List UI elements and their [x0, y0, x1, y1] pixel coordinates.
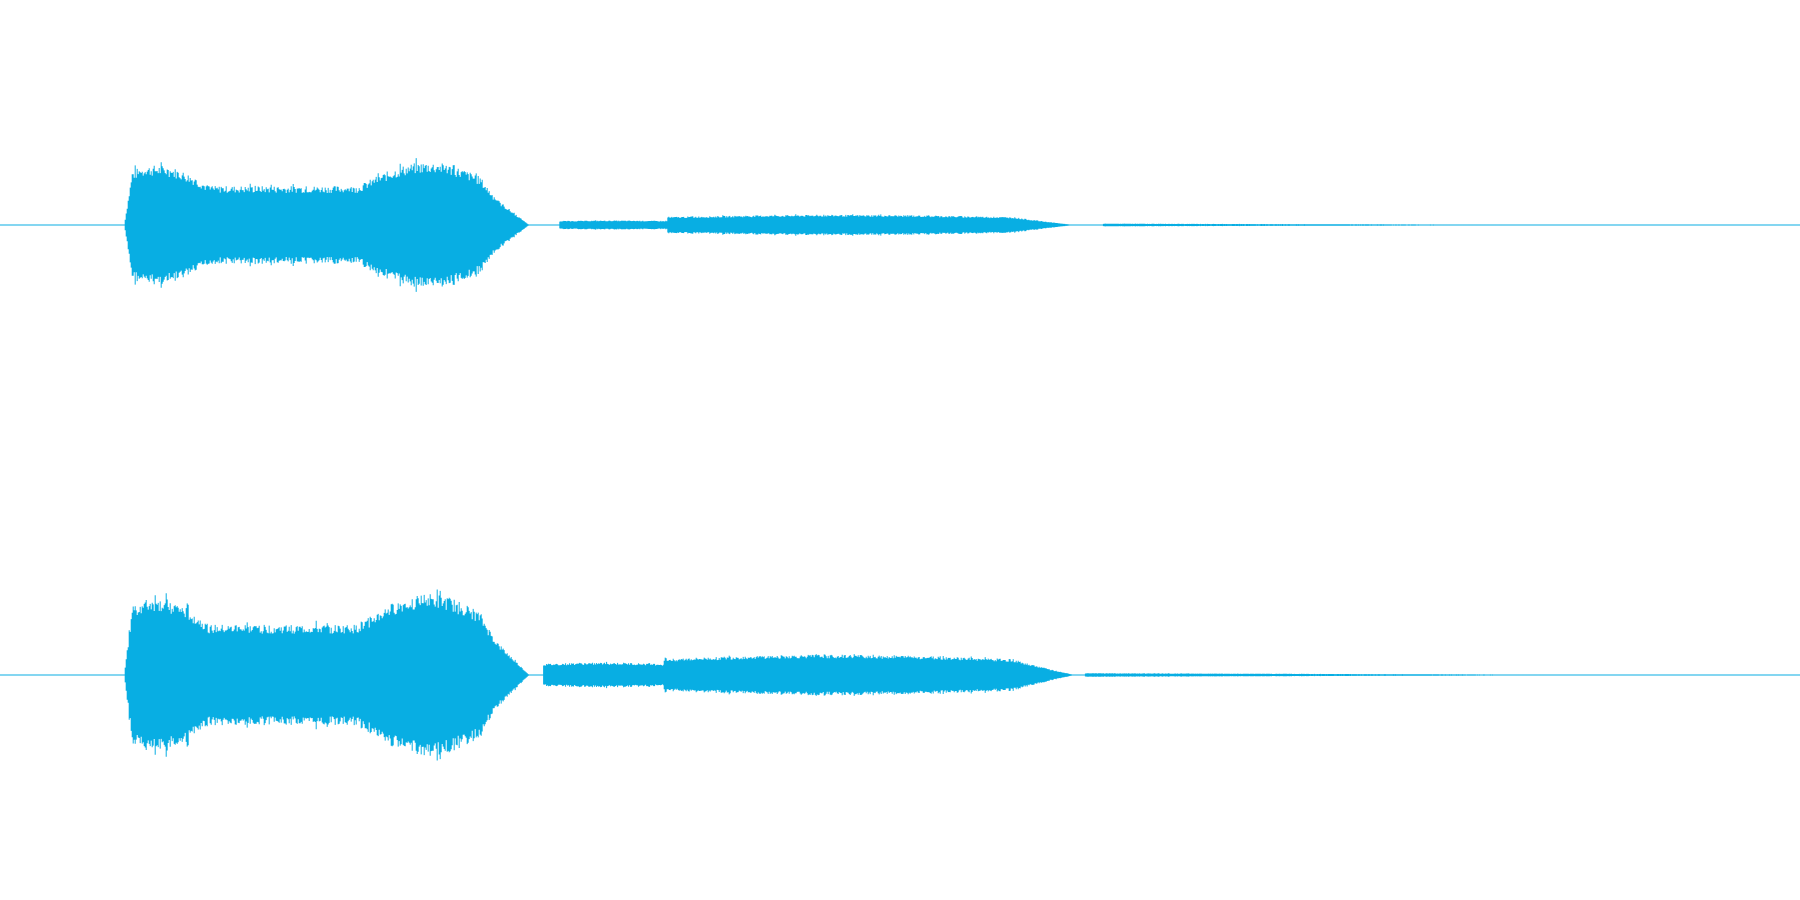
channel-bottom: [124, 589, 1544, 761]
waveform-bottom: [124, 589, 1544, 761]
waveform-top: [124, 158, 1502, 292]
channel-top: [124, 158, 1502, 292]
